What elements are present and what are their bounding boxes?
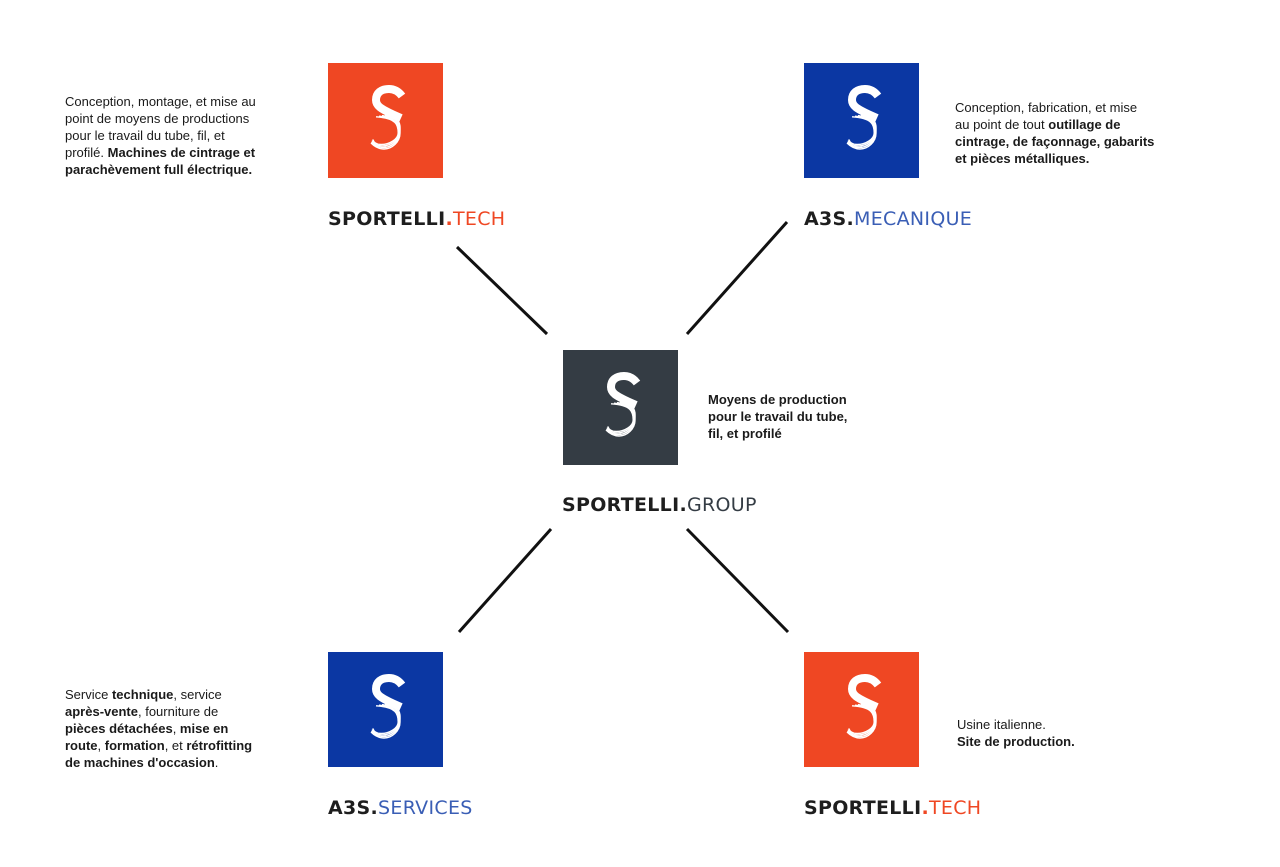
entity-name-dot: .	[846, 208, 855, 230]
entity-name-bold: SPORTELLI	[804, 797, 922, 819]
description-text-bold: pièces détachées	[65, 721, 173, 736]
connector-bottom-right	[685, 527, 790, 634]
description-line: Moyens de production	[708, 391, 847, 408]
description-line: de machines d'occasion.	[65, 754, 252, 771]
stylized-s-logo-icon	[328, 63, 443, 178]
entity-name-light: TECH	[929, 797, 982, 819]
description-line: pour le travail du tube,	[708, 408, 847, 425]
entity-description: Moyens de production pour le travail du t…	[708, 391, 847, 442]
description-text-bold: pour le travail du tube,	[708, 409, 848, 424]
connector-top-right	[685, 221, 789, 335]
description-text: ,	[97, 738, 105, 753]
description-text-bold: et pièces métalliques.	[955, 151, 1090, 166]
description-text-bold: Site de production.	[957, 734, 1075, 749]
entity-name: A3S.SERVICES	[328, 797, 473, 819]
description-text-bold: Machines de cintrage et	[107, 145, 256, 160]
entity-name-light: TECH	[453, 208, 506, 230]
entity-name-dot: .	[445, 208, 453, 230]
entity-name-bold: A3S	[328, 797, 371, 819]
stylized-s-logo-icon	[328, 652, 443, 767]
description-line: profilé. Machines de cintrage et	[65, 144, 256, 161]
description-text-bold: cintrage, de façonnage, gabarits	[955, 134, 1155, 149]
description-text-bold: technique	[111, 687, 174, 702]
stylized-s-logo-icon	[563, 350, 678, 465]
entity-name-light: GROUP	[687, 494, 757, 516]
description-line: fil, et profilé	[708, 425, 847, 442]
stylized-s-logo-icon	[804, 63, 919, 178]
description-line: Service technique, service	[65, 686, 252, 703]
description-text: , et	[164, 738, 187, 753]
description-text: Conception, fabrication, et mise	[955, 100, 1138, 115]
description-line: Conception, montage, et mise au	[65, 93, 256, 110]
description-text-bold: mise en	[179, 721, 229, 736]
description-line: cintrage, de façonnage, gabarits	[955, 133, 1154, 150]
stylized-s-logo-icon	[804, 652, 919, 767]
description-line: route, formation, et rétrofitting	[65, 737, 252, 754]
entity-name-light: MECANIQUE	[854, 208, 973, 230]
entity-name-dot: .	[370, 797, 379, 819]
description-line: Conception, fabrication, et mise	[955, 99, 1154, 116]
entity-name: SPORTELLI.GROUP	[562, 494, 757, 516]
description-text: Conception, montage, et mise au	[65, 94, 256, 109]
description-text-bold: route	[65, 738, 98, 753]
description-text-bold: Moyens de production	[708, 392, 847, 407]
entity-name-bold: SPORTELLI	[328, 208, 446, 230]
entity-name-dot: .	[679, 494, 687, 516]
description-line: et pièces métalliques.	[955, 150, 1154, 167]
description-line: pour le travail du tube, fil, et	[65, 127, 256, 144]
entity-name-bold: A3S	[804, 208, 847, 230]
description-text: profilé.	[65, 145, 108, 160]
entity-name-bold: SPORTELLI	[562, 494, 680, 516]
entity-description: Conception, montage, et mise au point de …	[65, 93, 256, 178]
description-text: point de moyens de productions	[65, 111, 250, 126]
description-text-bold: formation	[104, 738, 165, 753]
description-text: ,	[172, 721, 180, 736]
description-text-bold: rétrofitting	[186, 738, 253, 753]
description-text: , service	[173, 687, 222, 702]
description-text: .	[214, 755, 219, 770]
description-text-bold: après-vente	[65, 704, 138, 719]
description-line: parachèvement full électrique.	[65, 161, 256, 178]
description-text: au point de tout	[955, 117, 1049, 132]
description-text: pour le travail du tube, fil, et	[65, 128, 225, 143]
entity-name: A3S.MECANIQUE	[804, 208, 972, 230]
description-line: pièces détachées, mise en	[65, 720, 252, 737]
connector-top-left	[455, 245, 549, 336]
description-line: au point de tout outillage de	[955, 116, 1154, 133]
description-text: , fourniture de	[137, 704, 219, 719]
connector-bottom-left	[457, 528, 553, 633]
description-text: Service	[65, 687, 112, 702]
description-text-bold: outillage de	[1048, 117, 1121, 132]
description-line: Site de production.	[957, 733, 1075, 750]
entity-name-dot: .	[921, 797, 929, 819]
description-line: point de moyens de productions	[65, 110, 256, 127]
description-text-bold: fil, et profilé	[708, 426, 782, 441]
description-text-bold: de machines d'occasion	[65, 755, 215, 770]
description-text: Usine italienne.	[957, 717, 1046, 732]
description-line: après-vente, fourniture de	[65, 703, 252, 720]
entity-name: SPORTELLI.TECH	[804, 797, 981, 819]
entity-description: Usine italienne. Site de production.	[957, 716, 1075, 750]
description-line: Usine italienne.	[957, 716, 1075, 733]
description-text-bold: parachèvement full électrique.	[65, 162, 253, 177]
entity-name-light: SERVICES	[378, 797, 473, 819]
entity-name: SPORTELLI.TECH	[328, 208, 505, 230]
